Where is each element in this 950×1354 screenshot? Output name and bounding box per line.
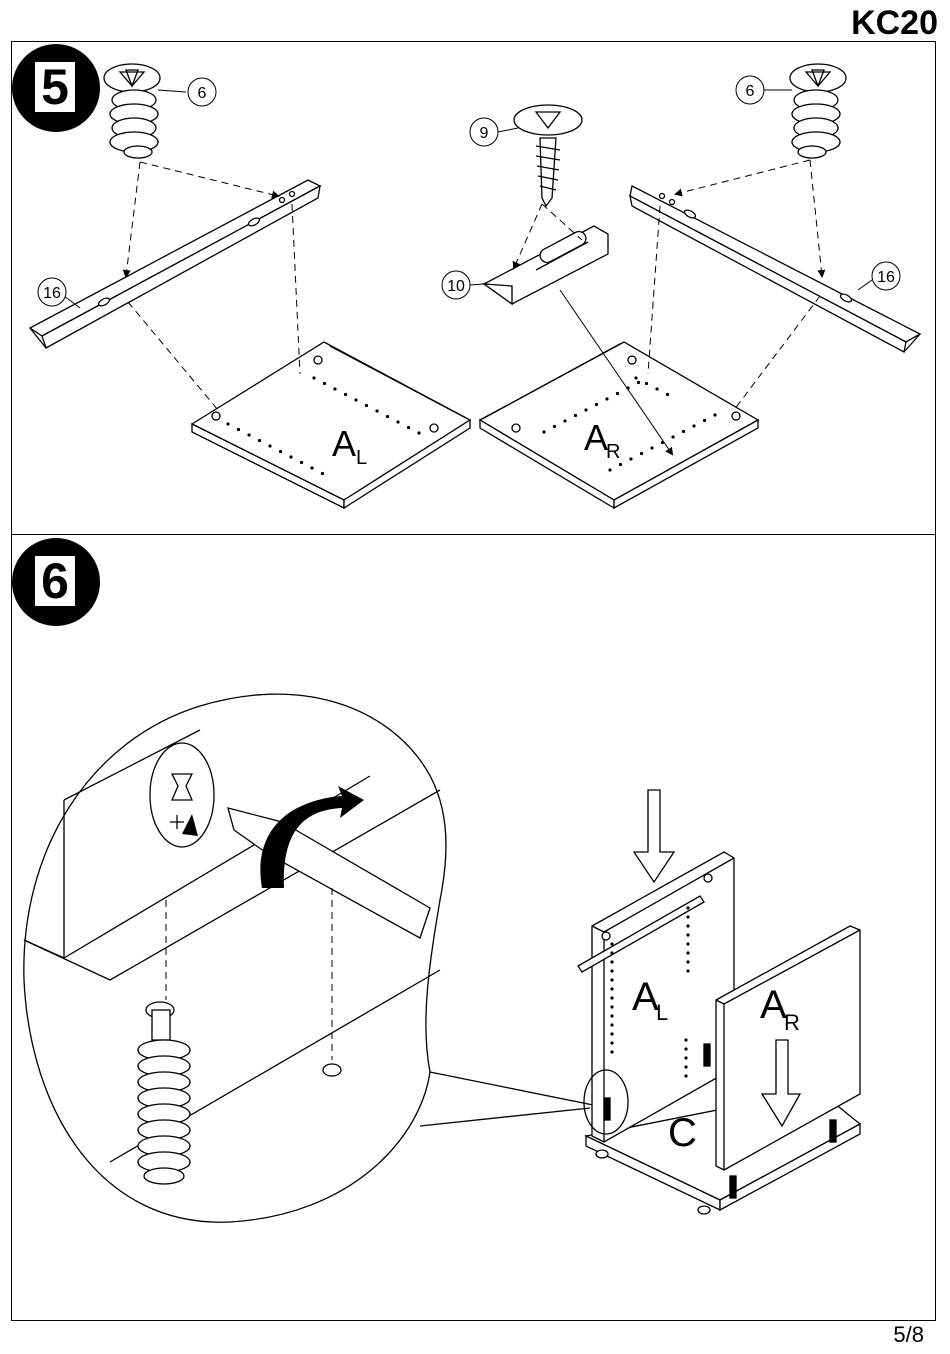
hole-dot — [354, 398, 357, 401]
callout-label: 6 — [746, 83, 755, 100]
hole-dot — [563, 419, 566, 422]
hole-dot — [610, 1032, 613, 1035]
panel-label: A — [632, 975, 659, 1019]
hole-dot — [312, 376, 315, 379]
hole-dot — [666, 393, 669, 396]
hole-dot — [616, 392, 619, 395]
wood-screw-icon — [514, 105, 582, 206]
hole-dot — [610, 1014, 613, 1017]
hole-dot — [686, 942, 689, 945]
base-label: C — [668, 1111, 697, 1155]
hole-dot — [637, 381, 640, 384]
magnifier-callout-icon — [24, 694, 598, 1222]
hole-dot — [629, 457, 632, 460]
hole-dot — [610, 987, 613, 990]
panel-label-sub: L — [356, 447, 367, 469]
hole-dot — [610, 960, 613, 963]
hole-dot — [610, 1050, 613, 1053]
hole-dot — [655, 387, 658, 390]
hole-dot — [686, 951, 689, 954]
hole-dot — [226, 422, 229, 425]
hole-dot — [605, 397, 608, 400]
hole-dot — [542, 430, 545, 433]
panel-label-sub: R — [784, 1010, 800, 1035]
callout-label: 6 — [198, 85, 207, 102]
page-number: 5/8 — [893, 1322, 924, 1348]
hole-dot — [686, 915, 689, 918]
callout-label: 16 — [877, 269, 895, 286]
hole-dot — [650, 446, 653, 449]
hole-dot — [686, 933, 689, 936]
hole-dot — [610, 969, 613, 972]
hole-dot — [634, 376, 637, 379]
hole-dot — [686, 924, 689, 927]
hole-dot — [268, 444, 271, 447]
hole-dot — [247, 433, 250, 436]
hole-dot — [619, 463, 622, 466]
hole-dot — [692, 424, 695, 427]
hole-dot — [396, 420, 399, 423]
panel-label-sub: L — [656, 1000, 668, 1025]
hole-dot — [610, 1041, 613, 1044]
hole-dot — [310, 466, 313, 469]
hole-dot — [321, 472, 324, 475]
hole-dot — [608, 468, 611, 471]
hole-dot — [645, 382, 648, 385]
hole-dot — [417, 431, 420, 434]
hole-dot — [323, 382, 326, 385]
hole-dot — [333, 387, 336, 390]
hole-dot — [375, 409, 378, 412]
bracket-part — [484, 226, 608, 304]
hole-dot — [686, 960, 689, 963]
hole-dot — [686, 906, 689, 909]
hole-dot — [289, 455, 292, 458]
hole-dot — [682, 430, 685, 433]
hole-dot — [684, 1065, 687, 1068]
panel-ar-step5 — [480, 342, 758, 508]
hole-dot — [610, 951, 613, 954]
callout-label: 9 — [480, 125, 489, 142]
panel-label: A — [760, 983, 787, 1027]
hole-dot — [684, 1047, 687, 1050]
hole-dot — [684, 1056, 687, 1059]
hole-dot — [574, 414, 577, 417]
hole-dot — [584, 408, 587, 411]
panel-label: A — [332, 423, 356, 464]
hole-dot — [344, 393, 347, 396]
hole-dot — [671, 435, 674, 438]
hole-dot — [407, 426, 410, 429]
hole-dot — [610, 996, 613, 999]
hole-dot — [300, 461, 303, 464]
hole-dot — [386, 415, 389, 418]
callout-label: 16 — [43, 285, 61, 302]
hole-dot — [610, 1005, 613, 1008]
hole-dot — [686, 969, 689, 972]
hole-dot — [610, 978, 613, 981]
hole-dot — [365, 404, 368, 407]
panel-label-sub: R — [606, 441, 620, 463]
hole-dot — [279, 450, 282, 453]
hole-dot — [258, 439, 261, 442]
rail-part-left — [30, 180, 320, 348]
hole-dot — [595, 403, 598, 406]
hole-dot — [640, 452, 643, 455]
hole-dot — [610, 942, 613, 945]
cam-screw-icon — [790, 64, 846, 158]
callout-label: 10 — [447, 278, 465, 295]
cam-screw-icon — [104, 64, 160, 158]
hole-dot — [703, 419, 706, 422]
hole-dot — [237, 428, 240, 431]
hole-dot — [610, 1023, 613, 1026]
panel-al-step5 — [192, 342, 470, 508]
hole-dot — [684, 1038, 687, 1041]
down-arrow-icon — [634, 790, 674, 882]
hole-dot — [684, 1074, 687, 1077]
hole-dot — [713, 413, 716, 416]
panel-label: A — [584, 417, 608, 458]
hole-dot — [553, 425, 556, 428]
cabinet-assembly — [578, 852, 860, 1214]
